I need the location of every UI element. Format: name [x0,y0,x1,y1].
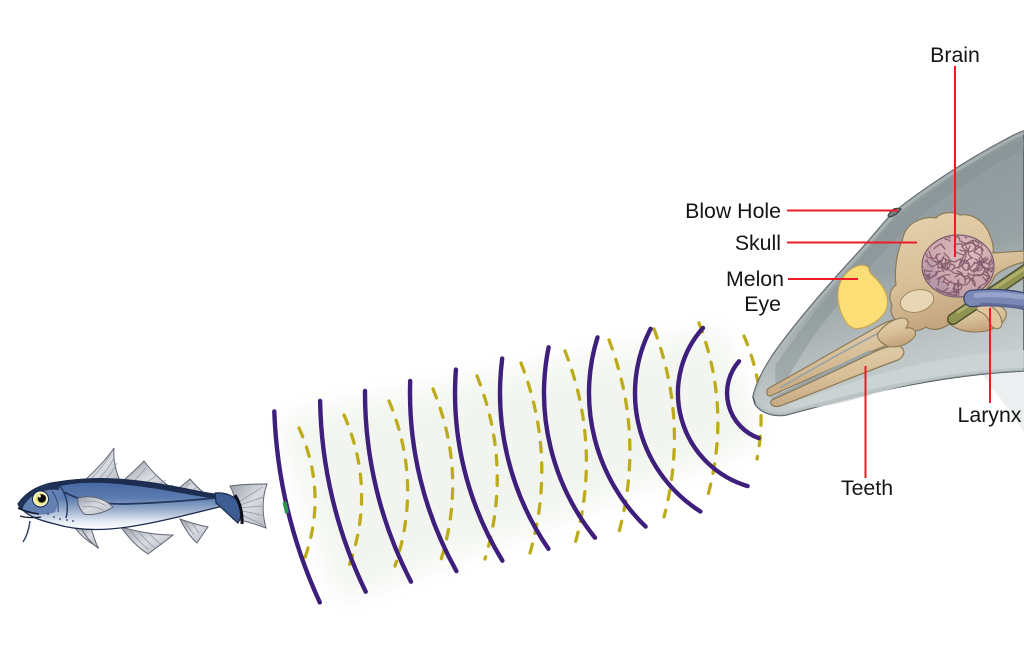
svg-text:Melon: Melon [726,267,784,291]
svg-text:Blow Hole: Blow Hole [685,199,781,223]
svg-text:Brain: Brain [930,43,980,67]
svg-text:Larynx: Larynx [958,403,1022,427]
svg-text:Eye: Eye [744,292,781,316]
svg-text:Skull: Skull [735,231,781,255]
svg-text:Teeth: Teeth [841,476,893,500]
